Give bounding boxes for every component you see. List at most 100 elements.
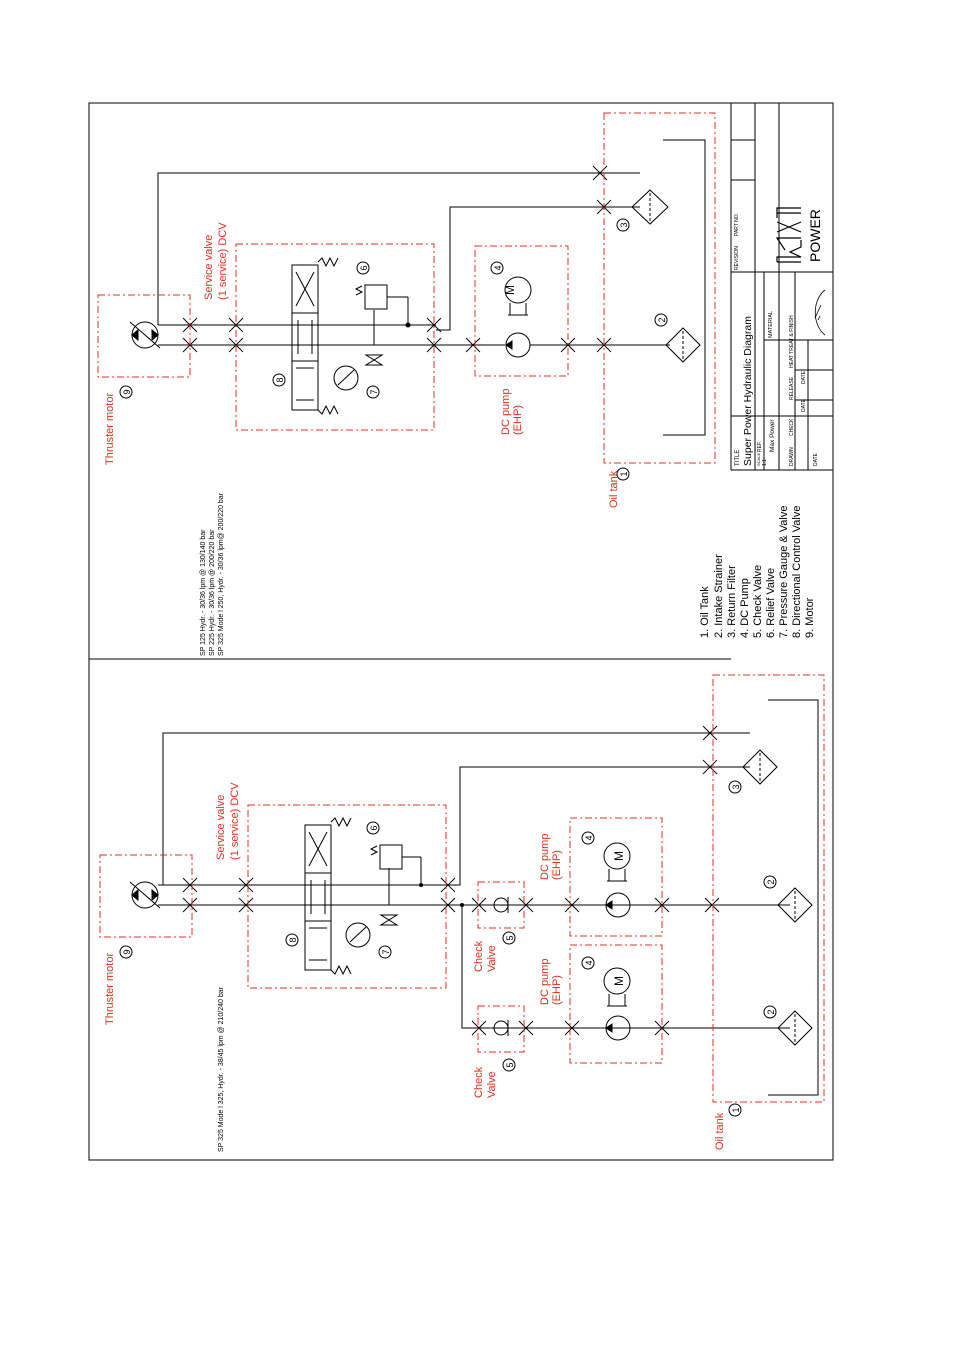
upper-dc-pump-label: DC pump [500,389,512,435]
title-label: TITLE [735,450,741,466]
legend-item-8: 8. Directional Control Valve [791,506,803,638]
upper-num-9: 9 [122,389,132,394]
upper-num-6: 6 [359,265,369,270]
legend-item-7: 7. Pressure Gauge & Valve [778,506,790,638]
upper-relief-valve [354,284,411,328]
title-block: TITLE Super Power Hydraulic Diagram SCAL… [730,103,833,471]
date-label-3: DATE [801,370,807,384]
lower-check-label-1b: Valve [486,945,498,972]
part-no-label: PART NO. [734,213,740,236]
upper-spec-1: SP 125 Hydr. - 30/36 lpm @ 130/140 bar [200,529,207,656]
lower-check-box-2 [477,1005,525,1053]
lower-motor-box [99,854,193,938]
legend-item-9: 9. Motor [804,597,816,638]
legend-item-5: 5. Check Valve [752,565,764,638]
upper-intake-strainer [665,327,701,363]
lower-check-valve-1 [493,897,509,913]
lower-check-valve-2 [493,1020,509,1036]
lower-service-valve-label-2: (1 service) DCV [229,782,241,860]
lower-thruster-motor-label: Thruster motor [104,953,116,1025]
lower-num-2a: 2 [766,879,776,884]
heat-treat-label: HEAT TREAT & FINISH [789,315,795,368]
legend-item-3: 3. Return Filter [726,565,738,638]
ref-value: Max Power [769,419,776,452]
upper-spec-2: SP 225 Hydr. - 30/36 lpm @ 200/220 bar [209,529,216,656]
scale-label: SCALE [756,453,761,466]
scale-value: 1:1 [762,459,768,466]
upper-num-3: 3 [619,222,629,227]
upper-dc-pump-label-2: (EHP) [512,405,524,435]
upper-motor-letter: M [503,285,517,295]
lower-intake-strainer-1 [777,887,813,923]
upper-dcv-box [235,243,435,431]
lower-num-3: 3 [731,784,741,789]
upper-dc-pump: M [503,276,532,358]
upper-pump-box [474,245,569,377]
material-label: MATERIAL [768,311,774,338]
upper-num-8: 8 [275,377,285,382]
lower-pump-box-2 [569,944,663,1064]
lower-num-5a: 5 [505,935,515,940]
diagram-title: Super Power Hydraulic Diagram [742,316,754,466]
upper-return-filter [631,189,669,225]
lower-oil-tank-label: Oil tank [714,1112,726,1150]
check-label: CHECK [789,418,795,436]
legend-item-1: 1. Oil Tank [699,586,711,638]
lower-num-8: 8 [288,937,298,942]
lower-dc-pump-label-1: DC pump [539,834,551,880]
lower-num-9: 9 [122,949,132,954]
lower-num-4b: 4 [584,960,594,965]
upper-spec-3: SP 325 Mode l 250, Hydr. - 30/36 lpm@ 20… [218,492,225,656]
upper-service-valve-label: Service valve [203,235,215,300]
legend-item-4: 4. DC Pump [739,578,751,638]
upper-tank-box [603,112,716,464]
lower-num-5b: 5 [505,1062,515,1067]
date-label-2: DATE [801,398,807,412]
max-power-logo: POWER [775,207,823,263]
lower-service-valve-label: Service valve [215,795,227,860]
lower-pump-box-1 [569,817,663,937]
drawing-frame [88,102,834,1161]
upper-motor-box [97,294,191,378]
upper-dcv-valve [291,256,339,416]
lower-dc-pump-label-2: DC pump [539,959,551,1005]
lower-intake-strainer-2 [777,1010,813,1046]
upper-num-4: 4 [493,265,503,270]
upper-thruster-motor-label: Thruster motor [104,393,116,465]
lower-num-1: 1 [731,1107,741,1112]
upper-num-1: 1 [619,471,629,476]
ref-label: REF. [757,441,763,452]
lower-dc-pump-label-1b: (EHP) [551,850,563,880]
lower-dc-pump-label-2b: (EHP) [551,975,563,1005]
lower-num-2b: 2 [766,1009,776,1014]
date-label-1: DATE [813,452,819,466]
lower-dc-pump-1: M [603,842,631,918]
lower-dc-pump-2: M [603,967,631,1041]
upper-num-2: 2 [657,317,667,322]
lower-return-filter [742,749,778,785]
legend: 1. Oil Tank 2. Intake Strainer 3. Return… [699,506,816,638]
lower-spec: SP 325 Mode l 325, Hydr. - 38/45 lpm @ 2… [218,986,225,1152]
lower-motor-letter-1: M [612,851,626,861]
upper-service-valve-label-2: (1 service) DCV [217,222,229,300]
lower-num-7: 7 [381,949,391,954]
lower-dcv-box [247,804,447,989]
lower-dcv-valve [304,816,352,976]
upper-thruster-motor [129,321,190,349]
logo-power-text: POWER [807,209,823,262]
lower-motor-letter-2: M [612,976,626,986]
release-label: RELEASE [789,376,795,400]
lower-num-6: 6 [369,825,379,830]
lower-check-label-2b: Valve [486,1071,498,1098]
lower-pressure-gauge [345,868,399,948]
lower-circuit: SP 325 Mode l 325, Hydr. - 38/45 lpm @ 2… [99,674,825,1152]
drawn-label: DRAWN [789,447,795,466]
revision-label: REVISION [734,246,740,270]
signature-mark [814,289,826,336]
upper-oil-tank-label: Oil tank [608,470,620,508]
upper-num-7: 7 [369,389,379,394]
lower-check-label-1: Check [473,940,485,972]
lower-relief-valve [369,844,422,885]
lower-tank-box [712,674,825,1103]
